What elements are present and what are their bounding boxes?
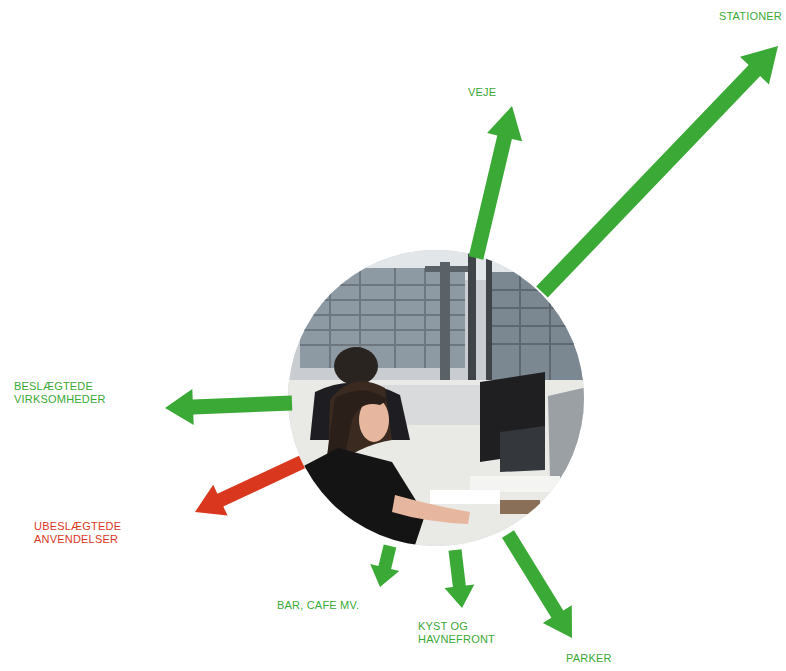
arrow-label: KYST OG HAVNEFRONT	[418, 620, 500, 646]
arrow-label: VEJE	[468, 86, 496, 99]
arrow	[165, 389, 292, 425]
arrow	[370, 545, 399, 588]
arrow-label: BAR, CAFE MV.	[277, 599, 359, 612]
arrow	[469, 106, 522, 260]
arrow	[195, 456, 305, 516]
arrow	[536, 46, 778, 298]
arrow-label: STATIONER	[719, 10, 782, 23]
arrow-label: PARKER	[566, 652, 612, 665]
arrow-label: BESLÆGTEDE VIRKSOMHEDER	[14, 380, 124, 406]
arrow-label: UBESLÆGTEDE ANVENDELSER	[34, 520, 134, 546]
arrow	[502, 530, 572, 638]
arrow	[445, 549, 475, 608]
